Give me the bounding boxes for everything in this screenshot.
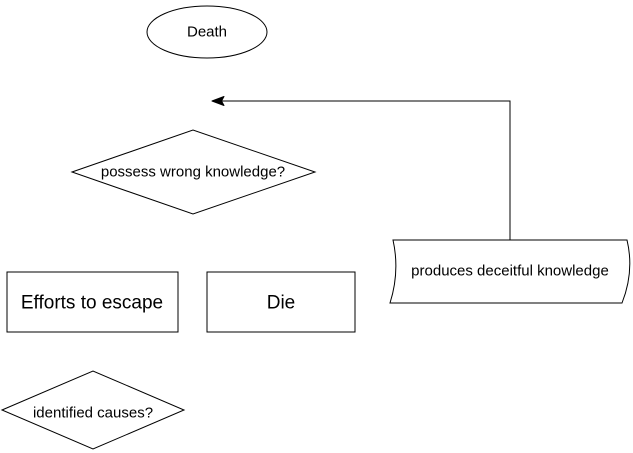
node-die-label: Die: [267, 293, 296, 314]
node-identified-causes[interactable]: identified causes?: [0, 370, 186, 450]
arrowhead-left-icon: [211, 96, 225, 106]
node-efforts-label: Efforts to escape: [21, 293, 163, 314]
node-identified-label: identified causes?: [33, 405, 153, 422]
node-possess-label: possess wrong knowledge?: [101, 164, 285, 181]
tape-shape: [389, 239, 631, 304]
connector-orthogonal-arrow[interactable]: [211, 96, 511, 241]
rectangle-shape: [6, 271, 179, 333]
diamond-shape: [0, 370, 186, 450]
ellipse-shape: [146, 5, 268, 59]
rectangle-shape: [206, 271, 356, 333]
node-die[interactable]: Die: [206, 271, 356, 333]
node-efforts-to-escape[interactable]: Efforts to escape: [6, 271, 179, 333]
node-produces-deceitful-knowledge[interactable]: produces deceitful knowledge: [389, 239, 631, 304]
diamond-shape: [70, 129, 317, 215]
node-death-label: Death: [187, 24, 227, 41]
connector-path: [221, 100, 511, 240]
node-death[interactable]: Death: [146, 5, 268, 59]
node-possess-wrong-knowledge[interactable]: possess wrong knowledge?: [70, 129, 317, 215]
node-produces-label: produces deceitful knowledge: [411, 263, 609, 280]
